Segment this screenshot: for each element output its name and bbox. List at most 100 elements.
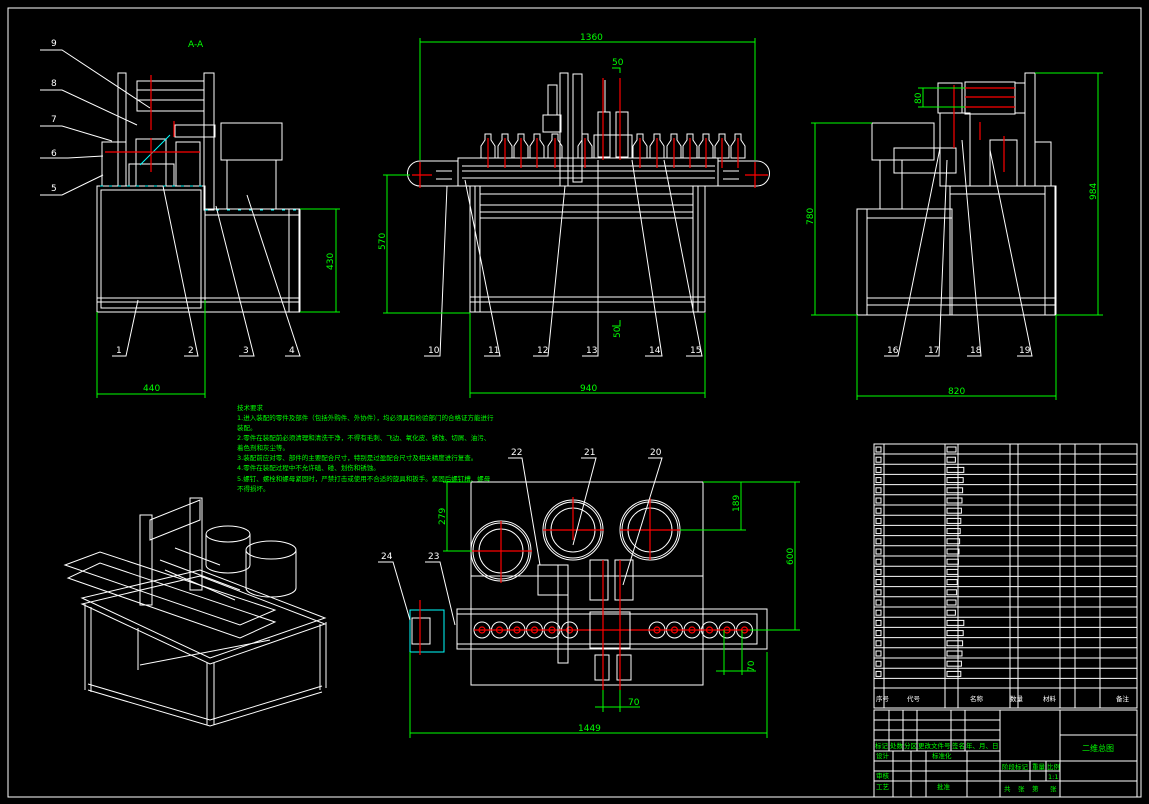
title-block: 标记 处数 分区 更改文件号 签名 年、月、日 设计 标准化 阶段标记 重量 比… bbox=[873, 709, 1138, 798]
notes-heading: 技术要求 bbox=[237, 403, 264, 412]
bom-cell-mark bbox=[875, 528, 882, 535]
dim-820: 820 bbox=[948, 387, 965, 397]
bom-cell-mark bbox=[946, 538, 961, 545]
tb-process: 工艺 bbox=[876, 783, 890, 791]
balloon-24: 24 bbox=[381, 552, 393, 562]
balloon-6: 6 bbox=[51, 149, 57, 159]
bom-cell-mark bbox=[875, 507, 882, 514]
bom-cell-mark bbox=[946, 466, 965, 473]
tb-zone: 分区 bbox=[904, 741, 918, 750]
bill-of-materials: 序号 代号 名称 数量 材料 备注 bbox=[873, 443, 1138, 709]
notes-line: 1.进入装配的零件及部件（包括外购件、外协件），均必须具有检验部门的合格证方能进… bbox=[237, 413, 494, 422]
dim-1360: 1360 bbox=[580, 33, 603, 43]
bom-cell-mark bbox=[875, 497, 882, 504]
balloon-7: 7 bbox=[51, 115, 57, 125]
bom-cell-mark bbox=[946, 640, 964, 647]
tb-sign: 签名 bbox=[952, 741, 965, 750]
front-view: 10 11 12 13 14 15 1360 50 570 940 50 bbox=[378, 33, 770, 398]
bom-header-no: 序号 bbox=[876, 694, 890, 703]
tb-approve: 批准 bbox=[937, 782, 951, 791]
notes-line: 着色剂和灰尘等。 bbox=[237, 443, 289, 452]
notes-line: 5.螺钉、螺栓和螺母紧固时，严禁打击或使用不合适的旋具和扳手。紧固后螺钉槽、螺母 bbox=[237, 474, 491, 483]
tb-count: 处数 bbox=[890, 741, 904, 750]
balloon-9: 9 bbox=[51, 39, 57, 49]
bom-cell-mark bbox=[946, 630, 964, 637]
bottle bbox=[649, 133, 665, 159]
bom-cell-mark bbox=[875, 650, 882, 657]
notes-line: 3.装配前应对零、部件的主要配合尺寸，特别是过盈配合尺寸及相关精度进行复查。 bbox=[237, 453, 477, 462]
balloon-10: 10 bbox=[428, 346, 440, 356]
bom-cell-mark bbox=[875, 548, 882, 555]
bom-cell-mark bbox=[946, 579, 958, 586]
section-label: A-A bbox=[188, 40, 204, 50]
bom-cell-mark bbox=[946, 650, 963, 657]
balloon-3: 3 bbox=[243, 346, 249, 356]
bottle bbox=[480, 133, 496, 159]
bom-cell-mark bbox=[875, 640, 882, 647]
bom-cell-mark bbox=[946, 487, 964, 494]
bottle bbox=[497, 133, 513, 159]
bottle bbox=[513, 133, 529, 159]
bom-cell-mark bbox=[946, 517, 962, 524]
balloon-22: 22 bbox=[511, 448, 522, 458]
balloon-17: 17 bbox=[928, 346, 939, 356]
dim-50-bottom: 50 bbox=[613, 326, 623, 338]
bom-cell-mark bbox=[875, 477, 882, 484]
dim-940: 940 bbox=[580, 384, 597, 394]
bom-cell-mark bbox=[946, 660, 962, 667]
bottle bbox=[632, 133, 648, 159]
tb-design: 设计 bbox=[876, 751, 890, 760]
balloon-2: 2 bbox=[188, 346, 194, 356]
dim-70-bottom: 70 bbox=[628, 698, 640, 708]
bom-cell-mark bbox=[946, 548, 960, 555]
balloon-14: 14 bbox=[649, 346, 661, 356]
bom-cell-mark bbox=[946, 446, 957, 453]
balloon-16: 16 bbox=[887, 346, 899, 356]
tb-review: 审核 bbox=[876, 771, 890, 780]
section-view-a-a: A-A 9 8 7 6 5 bbox=[40, 39, 340, 398]
drawing-title: 二维总图 bbox=[1082, 743, 1114, 753]
balloon-11: 11 bbox=[488, 346, 499, 356]
bom-cell-mark bbox=[946, 599, 957, 606]
bom-cell-mark bbox=[875, 517, 882, 524]
balloon-5: 5 bbox=[51, 184, 57, 194]
dim-984: 984 bbox=[1089, 183, 1099, 200]
bottle bbox=[577, 133, 593, 159]
balloon-20: 20 bbox=[650, 448, 662, 458]
bom-cell-mark bbox=[875, 630, 882, 637]
bom-header-qty: 数量 bbox=[1010, 694, 1024, 703]
dim-570: 570 bbox=[378, 233, 388, 250]
bottle bbox=[730, 133, 746, 159]
bottle bbox=[682, 133, 698, 159]
tb-standard: 标准化 bbox=[932, 751, 952, 760]
notes-line: 2.零件在装配前必须清理和清洗干净，不得有毛刺、飞边、氧化皮、锈蚀、切屑、油污、 bbox=[237, 433, 490, 442]
bom-cell-mark bbox=[875, 609, 882, 616]
dim-189: 189 bbox=[732, 495, 742, 512]
tb-sheet2: 张 bbox=[1050, 784, 1057, 793]
tb-mark: 标记 bbox=[875, 741, 889, 750]
tb-total: 共 bbox=[1004, 784, 1011, 793]
bom-cell-mark bbox=[946, 507, 962, 514]
balloon-13: 13 bbox=[586, 346, 597, 356]
balloon-8: 8 bbox=[51, 79, 57, 89]
dim-80: 80 bbox=[914, 92, 924, 104]
bom-header-name: 名称 bbox=[970, 694, 984, 703]
balloon-19: 19 bbox=[1019, 346, 1031, 356]
bom-cell-mark bbox=[875, 660, 882, 667]
bottle bbox=[547, 133, 563, 159]
bom-cell-mark bbox=[946, 456, 956, 463]
bottle bbox=[714, 133, 730, 159]
notes-line: 4.零件在装配过程中不允许磕、碰、划伤和锈蚀。 bbox=[237, 463, 380, 472]
bottle bbox=[529, 133, 545, 159]
bom-cell-mark bbox=[875, 487, 882, 494]
bom-cell-mark bbox=[946, 609, 956, 616]
side-view: 16 17 18 19 780 984 820 80 bbox=[806, 72, 1103, 400]
bom-header-material: 材料 bbox=[1043, 694, 1057, 703]
bom-cell-mark bbox=[875, 538, 882, 545]
bom-cell-mark bbox=[946, 558, 959, 565]
bom-cell-mark bbox=[946, 477, 964, 484]
dim-780: 780 bbox=[806, 208, 816, 225]
drawing-border bbox=[7, 7, 1142, 798]
bom-cell-mark bbox=[946, 619, 965, 626]
tb-date: 年、月、日 bbox=[966, 741, 999, 750]
